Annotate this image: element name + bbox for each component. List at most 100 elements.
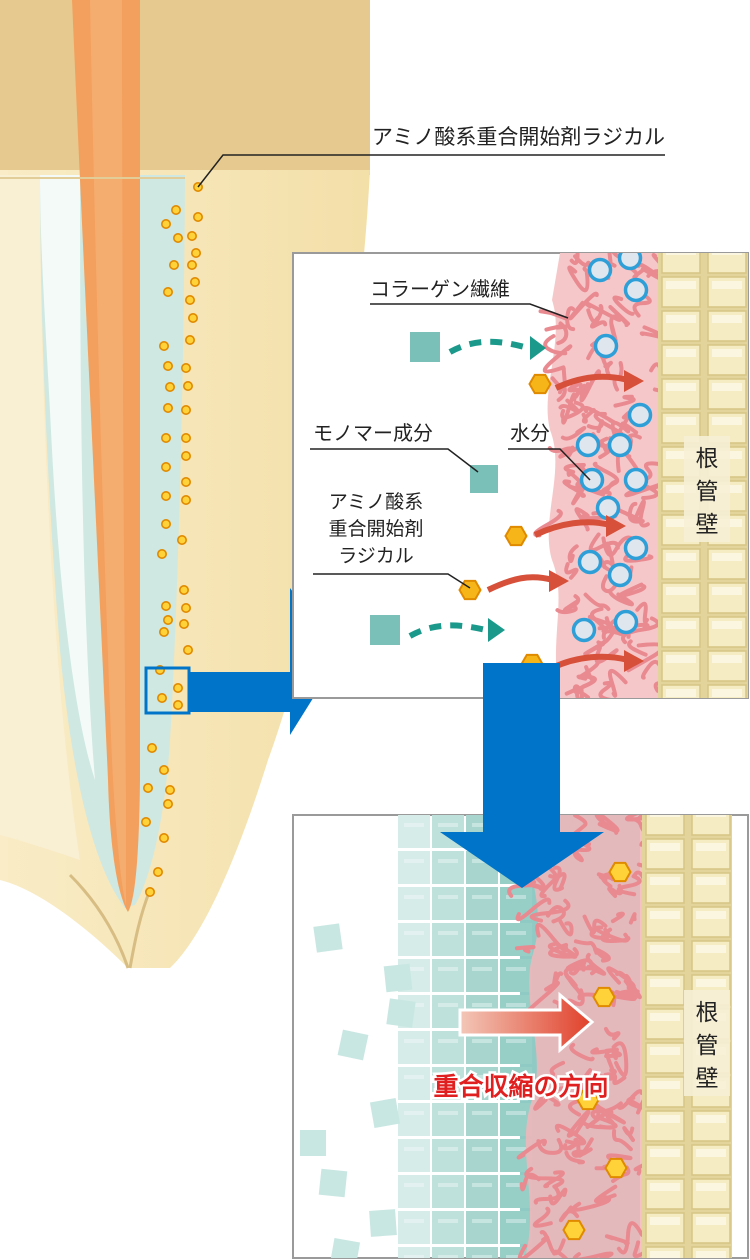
circle-icon (613, 609, 639, 635)
square-icon (300, 1130, 326, 1156)
canal-wall (658, 253, 748, 698)
svg-text:根: 根 (696, 446, 719, 472)
radical-dot (157, 692, 168, 703)
radical-dot (145, 886, 156, 897)
arrow-right-icon (624, 370, 644, 392)
radical-dot (163, 360, 174, 371)
square-icon (369, 1097, 401, 1129)
crown-area (0, 0, 370, 175)
circle-icon (587, 257, 613, 283)
radical-dot (161, 432, 172, 443)
wall-label-panel1: 根 管 壁 (684, 436, 730, 542)
hexagon-icon (592, 986, 616, 1008)
radical-dot (185, 334, 196, 345)
circle-icon (579, 467, 605, 493)
circle-icon (575, 432, 601, 458)
radical-dot (190, 276, 201, 287)
arrow-right-icon (624, 650, 644, 672)
square-icon (383, 963, 413, 993)
radical-dot (181, 362, 192, 373)
circle-icon (617, 253, 643, 271)
radical-dot (181, 476, 192, 487)
radical-dot (147, 742, 158, 753)
hexagon-icon (504, 525, 528, 547)
magnified-panel-before: コラーゲン繊維 モノマー成分 水分 アミノ酸系 重合開始剤 ラジカル 根 管 壁 (292, 252, 749, 699)
radical-dot (179, 618, 190, 629)
radical-dot (188, 312, 199, 323)
radical-dot (165, 381, 176, 392)
radical-label-top: アミノ酸系重合開始剤ラジカル (372, 125, 665, 149)
arrow-right-icon (549, 570, 569, 592)
square-icon (337, 1029, 369, 1061)
radical-dot (185, 294, 196, 305)
radical-dot (171, 205, 182, 216)
radical-dot (177, 534, 188, 545)
radical-dot (163, 402, 174, 413)
hexagon-icon (576, 1089, 600, 1111)
radical-label-line2: 重合開始剤 (328, 518, 423, 540)
svg-text:壁: 壁 (696, 512, 719, 538)
hexagon-icon (528, 373, 552, 395)
svg-text:壁: 壁 (696, 1066, 719, 1092)
radical-dot (181, 432, 192, 443)
svg-text:管: 管 (696, 1033, 719, 1059)
radical-dot (187, 259, 198, 270)
radical-dot (173, 233, 184, 244)
circle-icon (607, 432, 633, 458)
arrow-down-icon (440, 663, 604, 888)
polymerized-resin-layer (398, 815, 532, 1258)
radical-dot (181, 602, 192, 613)
radical-dot (193, 212, 204, 223)
radical-dot (183, 644, 194, 655)
radical-label-line3: ラジカル (338, 545, 414, 567)
radical-dot (165, 784, 176, 795)
radical-dot (191, 248, 202, 259)
radical-dot (161, 518, 172, 529)
arrow-right-icon (606, 515, 626, 537)
square-icon (369, 1209, 397, 1237)
collagen-fibers (524, 815, 645, 1258)
circle-icon (623, 467, 649, 493)
square-icon (410, 332, 440, 362)
radical-dot (157, 548, 168, 559)
radical-dot (179, 584, 190, 595)
arrow-right-icon (488, 618, 505, 642)
magnified-panel-after: 重合収縮の方向 根 管 壁 (292, 814, 749, 1259)
circle-icon (623, 277, 649, 303)
water-label: 水分 (510, 421, 550, 445)
radical-dot (173, 699, 184, 710)
radical-dot (181, 494, 192, 505)
hexagon-icon (604, 1157, 628, 1179)
circle-icon (607, 562, 633, 588)
radical-dot (163, 614, 174, 625)
circle-icon (595, 495, 621, 521)
circle-icon (571, 617, 597, 643)
radical-dot (181, 450, 192, 461)
shrinkage-arrow-icon (458, 991, 595, 1054)
svg-text:管: 管 (696, 479, 719, 505)
radical-dot (161, 219, 172, 230)
radical-dot (161, 600, 172, 611)
wall-label-panel2: 根 管 壁 (684, 990, 730, 1096)
radical-penetration-arrows (486, 370, 644, 672)
square-icon (329, 1237, 361, 1258)
radical-dot (173, 682, 184, 693)
tooth-illustration (0, 0, 370, 969)
monomer-label: モノマー成分 (313, 421, 433, 445)
radical-dot (187, 231, 198, 242)
radical-dot (161, 490, 172, 501)
water-molecules (571, 253, 653, 643)
square-icon (386, 998, 416, 1028)
radical-dot (141, 816, 152, 827)
radical-label-line1: アミノ酸系 (329, 491, 424, 513)
hexagon-icon (562, 1219, 586, 1241)
square-icon (370, 615, 400, 645)
radical-dot (159, 626, 170, 637)
radical-dot (153, 866, 164, 877)
square-icon (313, 923, 343, 953)
radical-dot (159, 340, 170, 351)
circle-icon (577, 549, 603, 575)
shrinkage-direction-label: 重合収縮の方向 (433, 1072, 608, 1101)
radical-dot (183, 380, 194, 391)
